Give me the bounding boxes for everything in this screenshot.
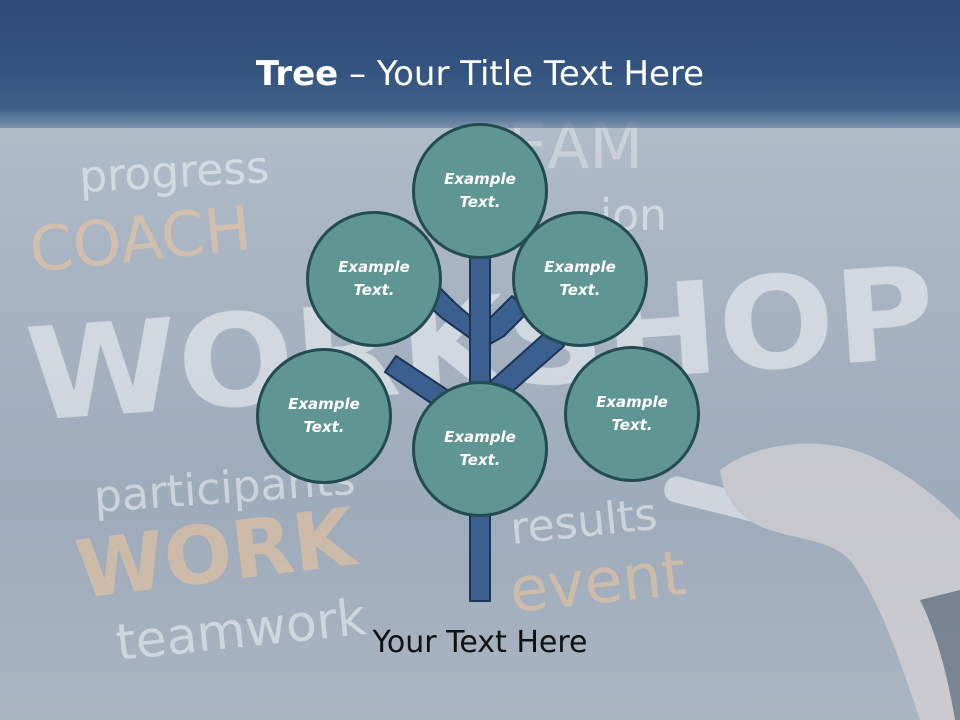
tree-node-upper-left-label: Example Text. — [338, 258, 410, 299]
tree-node-upper-left[interactable]: Example Text. — [306, 211, 442, 347]
title-rest: – Your Title Text Here — [338, 54, 705, 94]
tree-node-upper-right[interactable]: Example Text. — [512, 211, 648, 347]
slide-title: Tree – Your Title Text Here — [0, 52, 960, 96]
tree-node-lower-right-label: Example Text. — [596, 393, 668, 434]
caption-text[interactable]: Your Text Here — [372, 625, 588, 660]
tree-node-center-label: Example Text. — [444, 428, 516, 469]
title-band — [0, 0, 960, 128]
tree-node-top[interactable]: Example Text. — [412, 123, 548, 259]
tree-node-lower-left-label: Example Text. — [288, 395, 360, 436]
tree-node-lower-right[interactable]: Example Text. — [564, 346, 700, 482]
hand-with-chalk-image — [664, 443, 960, 720]
title-bold-word: Tree — [255, 54, 339, 94]
bg-word-progress: progress — [78, 142, 270, 203]
tree-node-center[interactable]: Example Text. — [412, 381, 548, 517]
tree-node-upper-right-label: Example Text. — [544, 258, 616, 299]
tree-node-top-label: Example Text. — [444, 170, 516, 211]
tree-node-lower-left[interactable]: Example Text. — [256, 348, 392, 484]
